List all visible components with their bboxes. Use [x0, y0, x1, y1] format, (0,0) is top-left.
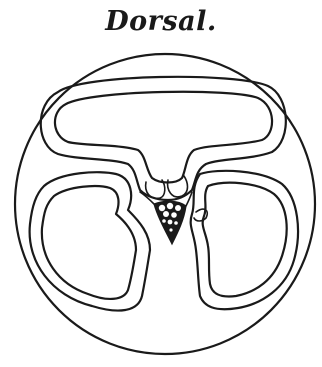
left-chamber-outer [30, 172, 150, 310]
dorsal-chamber-inner [55, 92, 272, 183]
right-chamber-inner [203, 183, 287, 297]
central-cell-mass [154, 201, 186, 244]
left-chamber-inner [42, 186, 136, 299]
median-lobe-right [168, 176, 188, 197]
